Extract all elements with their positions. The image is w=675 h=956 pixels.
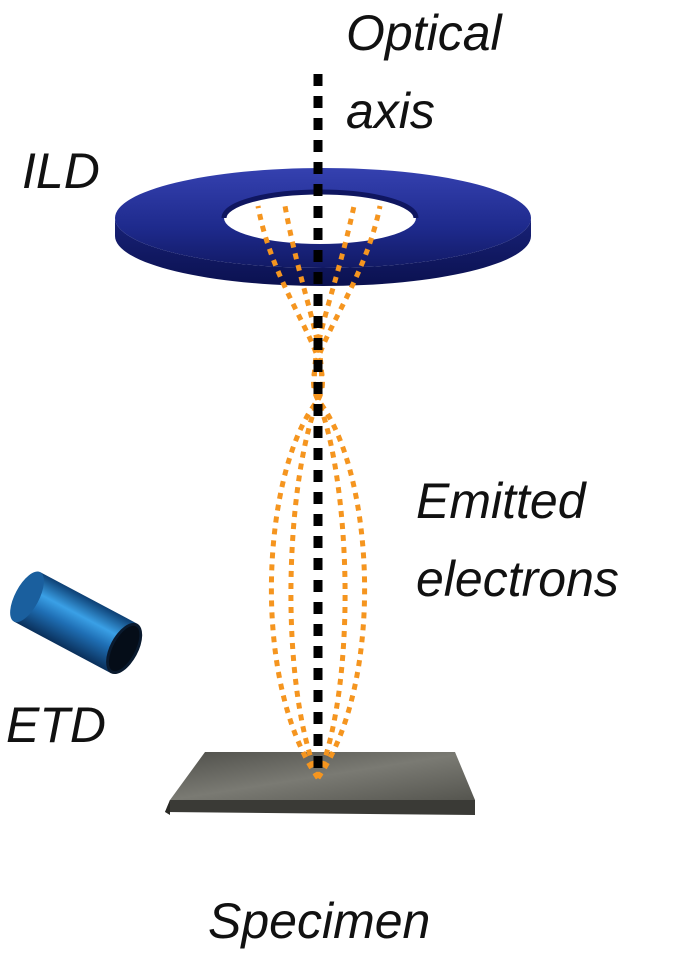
emitted-electrons-label-line1: Emitted: [416, 473, 586, 529]
ild-disk: [115, 168, 531, 286]
optical-axis-label-line2: axis: [346, 83, 435, 139]
electron-paths: [255, 205, 383, 780]
etd-detector: [10, 571, 143, 675]
etd-label: ETD: [6, 697, 106, 753]
optical-axis-label-line1: Optical: [346, 5, 502, 61]
emitted-electrons-label-line2: electrons: [416, 551, 619, 607]
ild-label: ILD: [22, 143, 100, 199]
specimen-block: [165, 752, 475, 815]
specimen-label: Specimen: [208, 893, 431, 949]
